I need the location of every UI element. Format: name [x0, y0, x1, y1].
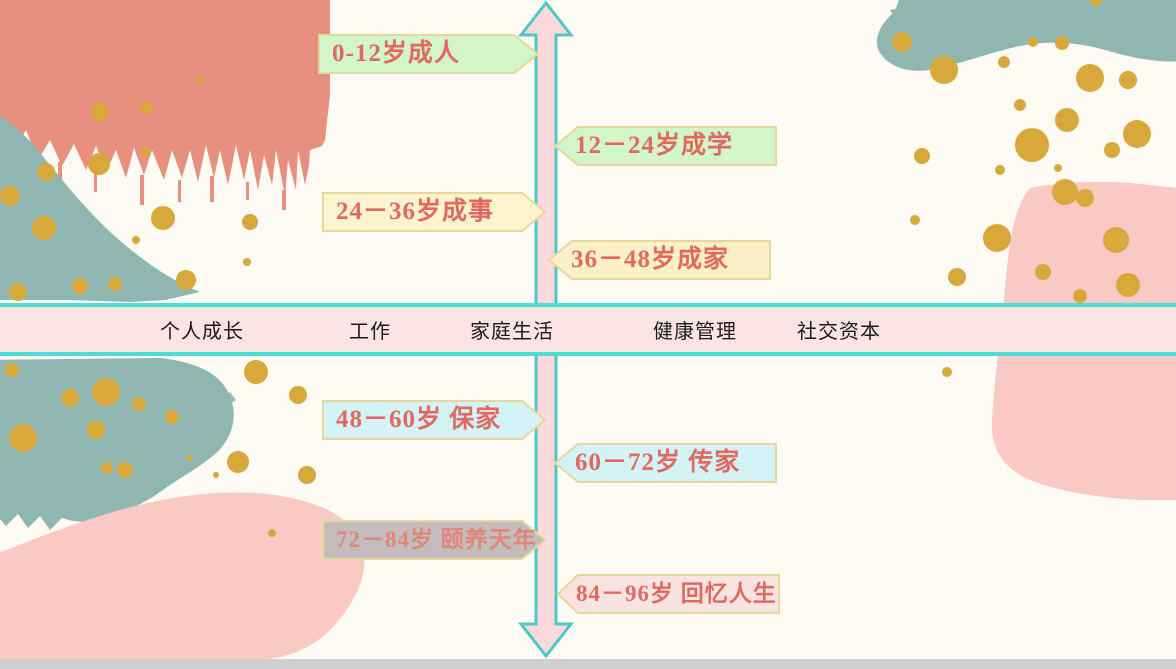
stage-chip-24-36[interactable]: 24－36岁成事 [322, 192, 547, 232]
brush-salmon-topleft [0, 0, 330, 196]
stage-chip-0-12[interactable]: 0-12岁成人 [318, 34, 540, 74]
band-category-family-life: 家庭生活 [470, 321, 554, 343]
brush-teal-left-strokes [150, 392, 236, 450]
stage-chip-84-96[interactable]: 84－96岁 回忆人生 [556, 574, 780, 614]
stage-chip-72-84[interactable]: 72－84岁 颐养天年 [322, 520, 547, 560]
brush-teal-topleft [0, 115, 200, 302]
stage-chip-label: 72－84岁 颐养天年 [336, 527, 537, 552]
brush-teal-topright-strokes [890, 0, 1004, 38]
brush-teal-topleft-2 [0, 145, 188, 296]
bottom-strip [0, 659, 1176, 669]
band-category-social-capital: 社交资本 [797, 321, 881, 343]
stage-chip-12-24[interactable]: 12－24岁成学 [553, 126, 777, 166]
brush-pink-bottomleft2 [40, 532, 338, 659]
stage-chip-label: 48－60岁 保家 [336, 406, 502, 433]
stage-chip-60-72[interactable]: 60－72岁 传家 [553, 443, 777, 483]
brush-teal-topright [876, 0, 1176, 71]
brush-salmon-drips [58, 162, 286, 210]
brush-pink-bottomleft [0, 492, 365, 659]
stage-chip-label: 0-12岁成人 [332, 40, 460, 67]
stage-chip-label: 84－96岁 回忆人生 [576, 581, 777, 606]
band-category-personal-growth: 个人成长 [160, 321, 244, 343]
stage-chip-48-60[interactable]: 48－60岁 保家 [322, 400, 547, 440]
life-domains-band: 个人成长 工作 家庭生活 健康管理 社交资本 [0, 303, 1176, 356]
stage-chip-label: 60－72岁 传家 [575, 449, 741, 476]
band-category-health-management: 健康管理 [653, 321, 737, 343]
stage-chip-36-48[interactable]: 36－48岁成家 [547, 240, 771, 280]
brush-teal-left [0, 358, 234, 530]
stage-chip-label: 24－36岁成事 [336, 198, 495, 225]
stage-chip-label: 36－48岁成家 [571, 246, 730, 273]
stage-chip-label: 12－24岁成学 [575, 132, 734, 159]
band-category-work: 工作 [349, 321, 391, 343]
